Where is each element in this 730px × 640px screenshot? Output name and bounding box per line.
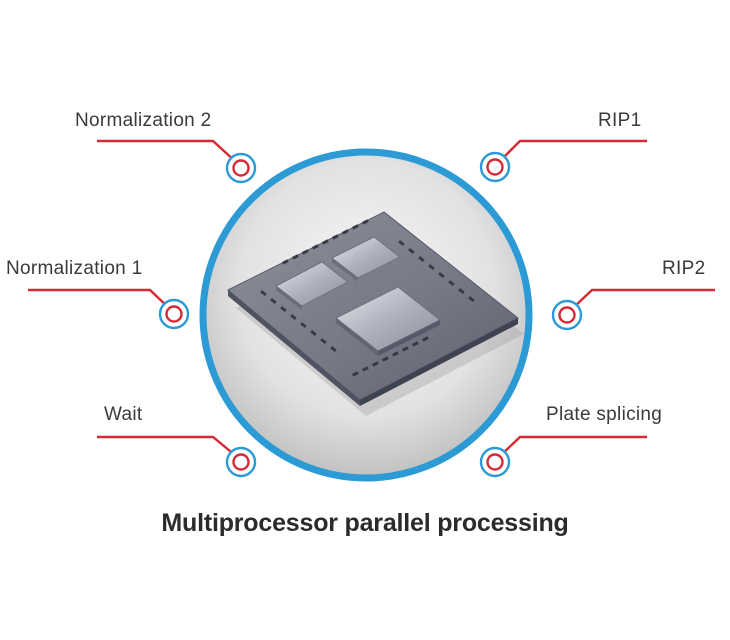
node-label-wait: Wait: [104, 404, 143, 425]
node-label-plate-splicing: Plate splicing: [546, 404, 663, 425]
connector-normalization-1: [28, 288, 171, 310]
marker-normalization-1: [158, 298, 190, 330]
connector-lines: [28, 139, 715, 457]
connector-wait: [97, 435, 237, 457]
marker-plate-splicing: [479, 446, 511, 478]
node-markers: [158, 151, 583, 478]
node-label-normalization-2: Normalization 2: [75, 110, 212, 131]
marker-rip2: [551, 299, 583, 331]
node-label-rip2: RIP2: [662, 258, 706, 279]
processor-chip-image: [227, 211, 524, 416]
marker-rip1: [479, 151, 511, 183]
diagram-caption: Multiprocessor parallel processing: [161, 509, 569, 537]
node-label-normalization-1: Normalization 1: [6, 258, 143, 279]
connector-normalization-2: [97, 139, 237, 163]
node-label-rip1: RIP1: [598, 110, 642, 131]
marker-wait: [225, 446, 257, 478]
connector-rip2: [571, 288, 715, 310]
connector-plate-splicing: [499, 435, 647, 457]
connector-rip1: [499, 139, 647, 162]
marker-normalization-2: [225, 152, 257, 184]
